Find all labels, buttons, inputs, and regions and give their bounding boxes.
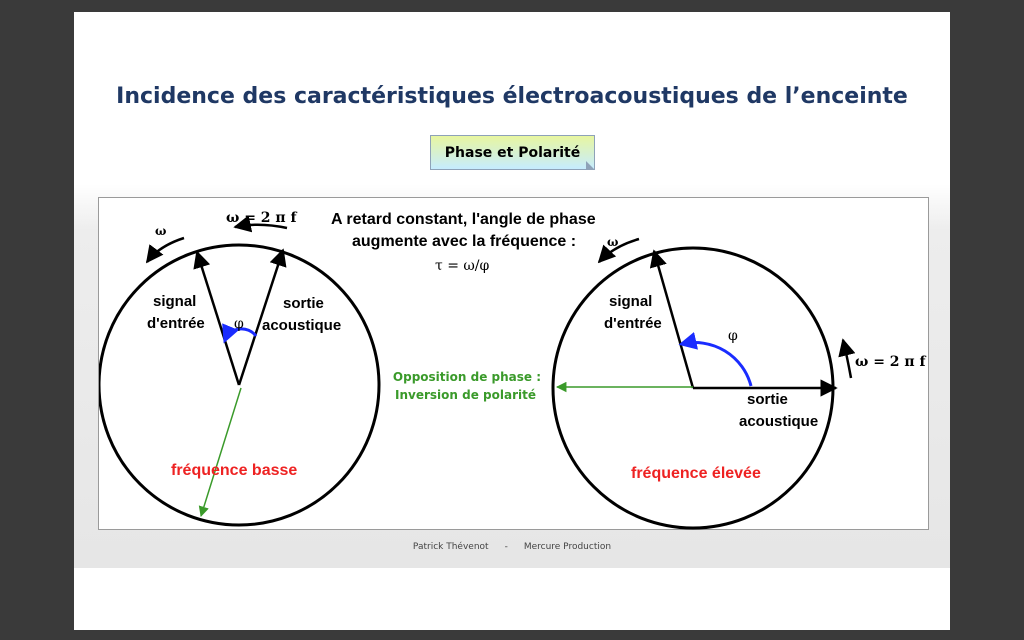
- footer-author: Patrick Thévenot: [412, 542, 489, 552]
- subtitle-box: Phase et Polarité: [430, 135, 595, 170]
- left-phase-circle: ω ω = 2 π f signal d'entrée sortie acous…: [99, 210, 381, 527]
- phase-diagram-svg: ω ω = 2 π f signal d'entrée sortie acous…: [99, 210, 927, 530]
- left-output-vector: [237, 248, 287, 386]
- slide: Incidence des caractéristiques électroac…: [74, 12, 950, 630]
- opposition-label-line1: Opposition de phase :: [393, 370, 541, 384]
- subtitle-text: Phase et Polarité: [444, 144, 581, 161]
- left-omega-formula: ω = 2 π f: [226, 210, 298, 226]
- left-rotation-arrow: [145, 236, 185, 264]
- left-frequency-label: fréquence basse: [171, 462, 297, 479]
- phase-diagram: ω ω = 2 π f signal d'entrée sortie acous…: [98, 197, 929, 530]
- header-line2: augmente avec la fréquence :: [352, 233, 576, 250]
- left-input-label-line1: signal: [153, 293, 196, 310]
- left-top-rotation-arrow: [233, 215, 288, 233]
- left-output-label-line2: acoustique: [262, 317, 341, 334]
- left-circle: [99, 243, 381, 527]
- right-input-label-line2: d'entrée: [604, 315, 662, 332]
- right-phase-arc: [678, 332, 753, 387]
- right-input-label-line1: signal: [609, 293, 652, 310]
- footer-company: Mercure Production: [523, 542, 612, 552]
- right-phase-circle: ω ω = 2 π f signal d'entrée φ sortie aco…: [551, 235, 927, 530]
- left-phase-arc: [222, 323, 258, 344]
- right-output-label-line1: sortie: [747, 391, 788, 408]
- header-formula: τ = ω/φ: [435, 258, 490, 274]
- right-output-label-line2: acoustique: [739, 413, 818, 430]
- slide-title: Incidence des caractéristiques électroac…: [116, 84, 908, 109]
- slide-footer: Patrick Thévenot - Mercure Production: [74, 542, 950, 552]
- right-phi-label: φ: [728, 328, 738, 344]
- left-input-label-line2: d'entrée: [147, 315, 205, 332]
- folded-corner-icon: [586, 161, 595, 170]
- header-text: A retard constant, l'angle de phase augm…: [331, 211, 596, 274]
- header-line1: A retard constant, l'angle de phase: [331, 211, 596, 228]
- right-side-rotation-arrow: [838, 338, 856, 379]
- left-output-label-line1: sortie: [283, 295, 324, 312]
- left-phi-label: φ: [234, 316, 244, 332]
- left-input-vector: [193, 250, 241, 386]
- left-omega-label: ω: [155, 224, 166, 238]
- footer-separator: -: [504, 542, 508, 552]
- opposition-label-line2: Inversion de polarité: [395, 388, 536, 402]
- left-opposition-vector: [198, 387, 242, 518]
- right-omega-label: ω: [607, 235, 618, 249]
- right-omega-formula: ω = 2 π f: [855, 354, 927, 370]
- right-input-vector: [649, 249, 695, 389]
- right-frequency-label: fréquence élevée: [631, 465, 761, 482]
- right-rotation-arrow: [597, 237, 640, 264]
